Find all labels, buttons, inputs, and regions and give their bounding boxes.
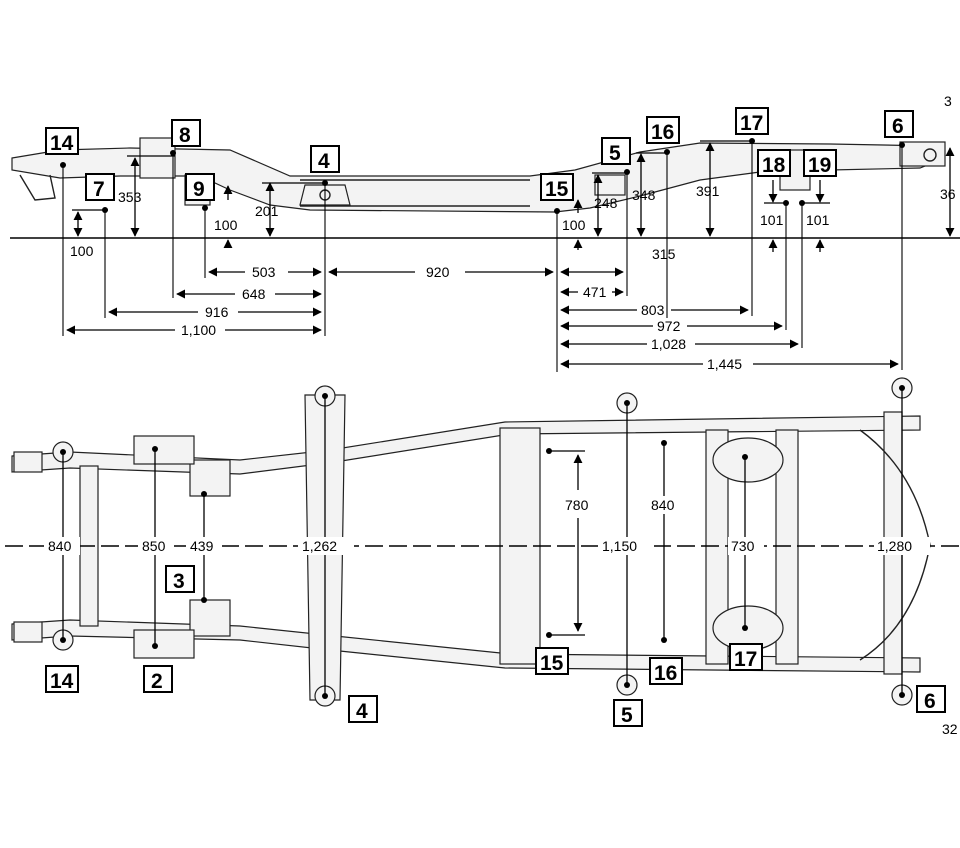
dim-471: 471: [583, 284, 607, 300]
top-frame-rails: [11, 394, 931, 701]
dim-840-front: 840: [48, 538, 72, 554]
svg-text:16: 16: [654, 662, 677, 685]
point-label-9: 9: [185, 173, 215, 201]
dim-780: 780: [565, 497, 589, 513]
dim-248: 248: [594, 195, 618, 211]
svg-text:6: 6: [892, 115, 904, 138]
point-label-2: 2: [143, 665, 173, 693]
point-label-5-top: 5: [613, 699, 643, 727]
dim-840-mid: 840: [651, 497, 675, 513]
point-label-15-side: 15: [540, 173, 574, 201]
point-label-6-side: 6: [884, 110, 914, 138]
svg-text:18: 18: [762, 154, 786, 177]
side-corner-text: 3: [944, 93, 952, 109]
dim-916: 916: [205, 304, 229, 320]
dim-100-point-15: 100: [562, 217, 586, 233]
point-label-4-side: 4: [310, 145, 340, 173]
top-dimension-labels: 840 850 439 1,262 780 1,150 840 730 1,28…: [44, 496, 958, 737]
point-label-14-side: 14: [45, 127, 79, 155]
dim-100-point-9: 100: [214, 217, 238, 233]
svg-text:3: 3: [173, 570, 185, 593]
dim-353: 353: [118, 189, 142, 205]
svg-text:16: 16: [651, 121, 674, 144]
dim-850: 850: [142, 538, 166, 554]
svg-text:4: 4: [318, 150, 330, 173]
dim-201: 201: [255, 203, 279, 219]
svg-text:6: 6: [924, 690, 936, 713]
side-length-dimensions: [66, 267, 899, 369]
dim-730: 730: [731, 538, 755, 554]
point-label-19: 19: [803, 149, 837, 177]
svg-text:14: 14: [50, 132, 74, 155]
dim-648: 648: [242, 286, 266, 302]
point-label-5-side: 5: [601, 137, 631, 165]
top-corner-text: 32: [942, 721, 958, 737]
dim-803: 803: [641, 302, 665, 318]
dim-972: 972: [657, 318, 681, 334]
dim-439: 439: [190, 538, 214, 554]
svg-text:15: 15: [545, 178, 569, 201]
svg-text:9: 9: [193, 178, 205, 201]
svg-text:14: 14: [50, 670, 74, 693]
dim-1445: 1,445: [707, 356, 742, 372]
top-view: 840 850 439 1,262 780 1,150 840 730 1,28…: [5, 377, 960, 737]
point-label-6-top: 6: [916, 685, 946, 713]
side-extension-lines: [62, 141, 903, 372]
svg-text:17: 17: [734, 648, 757, 671]
side-view: 353 100 100 201 248 100 348 315 391 101 …: [10, 93, 960, 372]
svg-text:4: 4: [356, 700, 368, 723]
svg-text:7: 7: [93, 178, 105, 201]
dim-503: 503: [252, 264, 276, 280]
point-label-3: 3: [165, 565, 195, 593]
dim-315: 315: [652, 246, 676, 262]
top-point-labels: 14 2 3 4 15 5 16 17 6: [45, 565, 946, 727]
point-label-8: 8: [171, 119, 201, 147]
point-label-4-top: 4: [348, 695, 378, 723]
dim-348: 348: [632, 187, 656, 203]
svg-text:15: 15: [540, 652, 564, 675]
svg-text:5: 5: [609, 142, 621, 165]
dim-101-point-19: 101: [806, 212, 830, 228]
point-label-16-top: 16: [649, 657, 683, 685]
dim-1100: 1,100: [181, 322, 216, 338]
dim-1280: 1,280: [877, 538, 912, 554]
point-label-15-top: 15: [535, 647, 569, 675]
point-label-16-side: 16: [646, 116, 680, 144]
svg-text:19: 19: [808, 154, 831, 177]
svg-text:5: 5: [621, 704, 633, 727]
dim-920: 920: [426, 264, 450, 280]
point-label-14-top: 14: [45, 665, 79, 693]
point-label-17-side: 17: [735, 107, 769, 135]
dim-391: 391: [696, 183, 720, 199]
point-label-18: 18: [757, 149, 791, 177]
dim-100-left: 100: [70, 243, 94, 259]
side-dimension-labels: 353 100 100 201 248 100 348 315 391 101 …: [70, 93, 956, 372]
point-label-7: 7: [85, 173, 115, 201]
dim-1150: 1,150: [602, 538, 637, 554]
svg-text:17: 17: [740, 112, 763, 135]
side-vertical-dimensions: [72, 140, 955, 252]
side-point-labels: 14 8 7 9 4 15 5 16 17 18 19 6: [45, 107, 914, 201]
dim-1262: 1,262: [302, 538, 337, 554]
svg-text:8: 8: [179, 124, 191, 147]
dim-101-point-18: 101: [760, 212, 784, 228]
point-label-17-top: 17: [729, 643, 763, 671]
dim-1028: 1,028: [651, 336, 686, 352]
svg-text:2: 2: [151, 670, 163, 693]
dim-368-partial: 36: [940, 186, 956, 202]
